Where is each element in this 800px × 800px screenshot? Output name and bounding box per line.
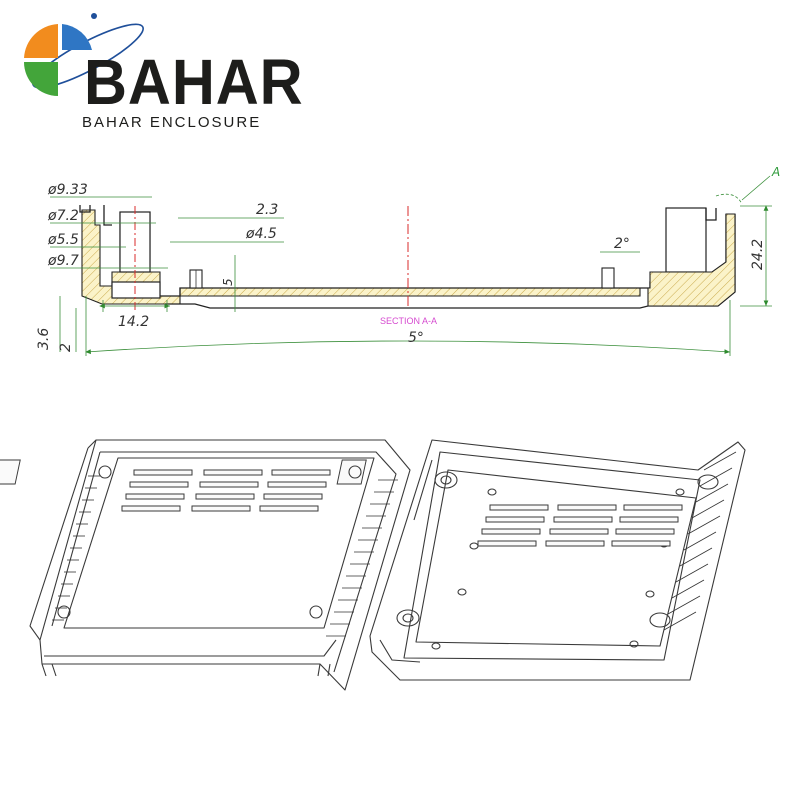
logo-subtitle: BAHAR ENCLOSURE bbox=[82, 114, 262, 131]
callout-a: A bbox=[771, 165, 780, 179]
dim-5deg-main: 5° bbox=[408, 330, 424, 346]
dim-14-2: 14.2 bbox=[118, 314, 149, 330]
inside-vent-slots bbox=[477, 504, 683, 547]
dimension-lines bbox=[50, 175, 772, 356]
dim-2: 2 bbox=[58, 343, 74, 352]
dim-2deg: 2° bbox=[614, 236, 630, 252]
dim-7-2: ø7.2 bbox=[47, 208, 79, 224]
section-label: SECTION A-A bbox=[380, 316, 437, 326]
left-side-ribs bbox=[52, 475, 100, 621]
dimension-labels: ø9.33 ø7.2 ø5.5 ø9.7 2.3 ø4.5 5 14.2 3.6… bbox=[36, 165, 780, 352]
vent-slots bbox=[121, 469, 331, 512]
inside-bosses bbox=[396, 471, 719, 650]
section-profile bbox=[79, 205, 736, 310]
logo-wordmark: BAHAR bbox=[84, 46, 304, 118]
logo-mark bbox=[24, 13, 144, 96]
dim-5-5: ø5.5 bbox=[47, 232, 79, 248]
inside-right-ribs bbox=[663, 451, 737, 631]
dim-3-6: 3.6 bbox=[36, 328, 52, 350]
dim-24-2: 24.2 bbox=[750, 239, 766, 270]
dim-9-33: ø9.33 bbox=[47, 182, 88, 198]
dim-2-3: 2.3 bbox=[256, 202, 278, 218]
dim-4-5: ø4.5 bbox=[245, 226, 277, 242]
enclosure-inside-view bbox=[369, 439, 746, 681]
bahar-logo: BAHAR BAHAR ENCLOSURE bbox=[18, 6, 303, 131]
enclosure-top-view bbox=[0, 439, 411, 691]
dim-5: 5 bbox=[221, 278, 235, 286]
screw-pockets bbox=[0, 459, 367, 619]
dim-9-7: ø9.7 bbox=[47, 253, 79, 269]
right-side-ribs bbox=[326, 479, 398, 637]
